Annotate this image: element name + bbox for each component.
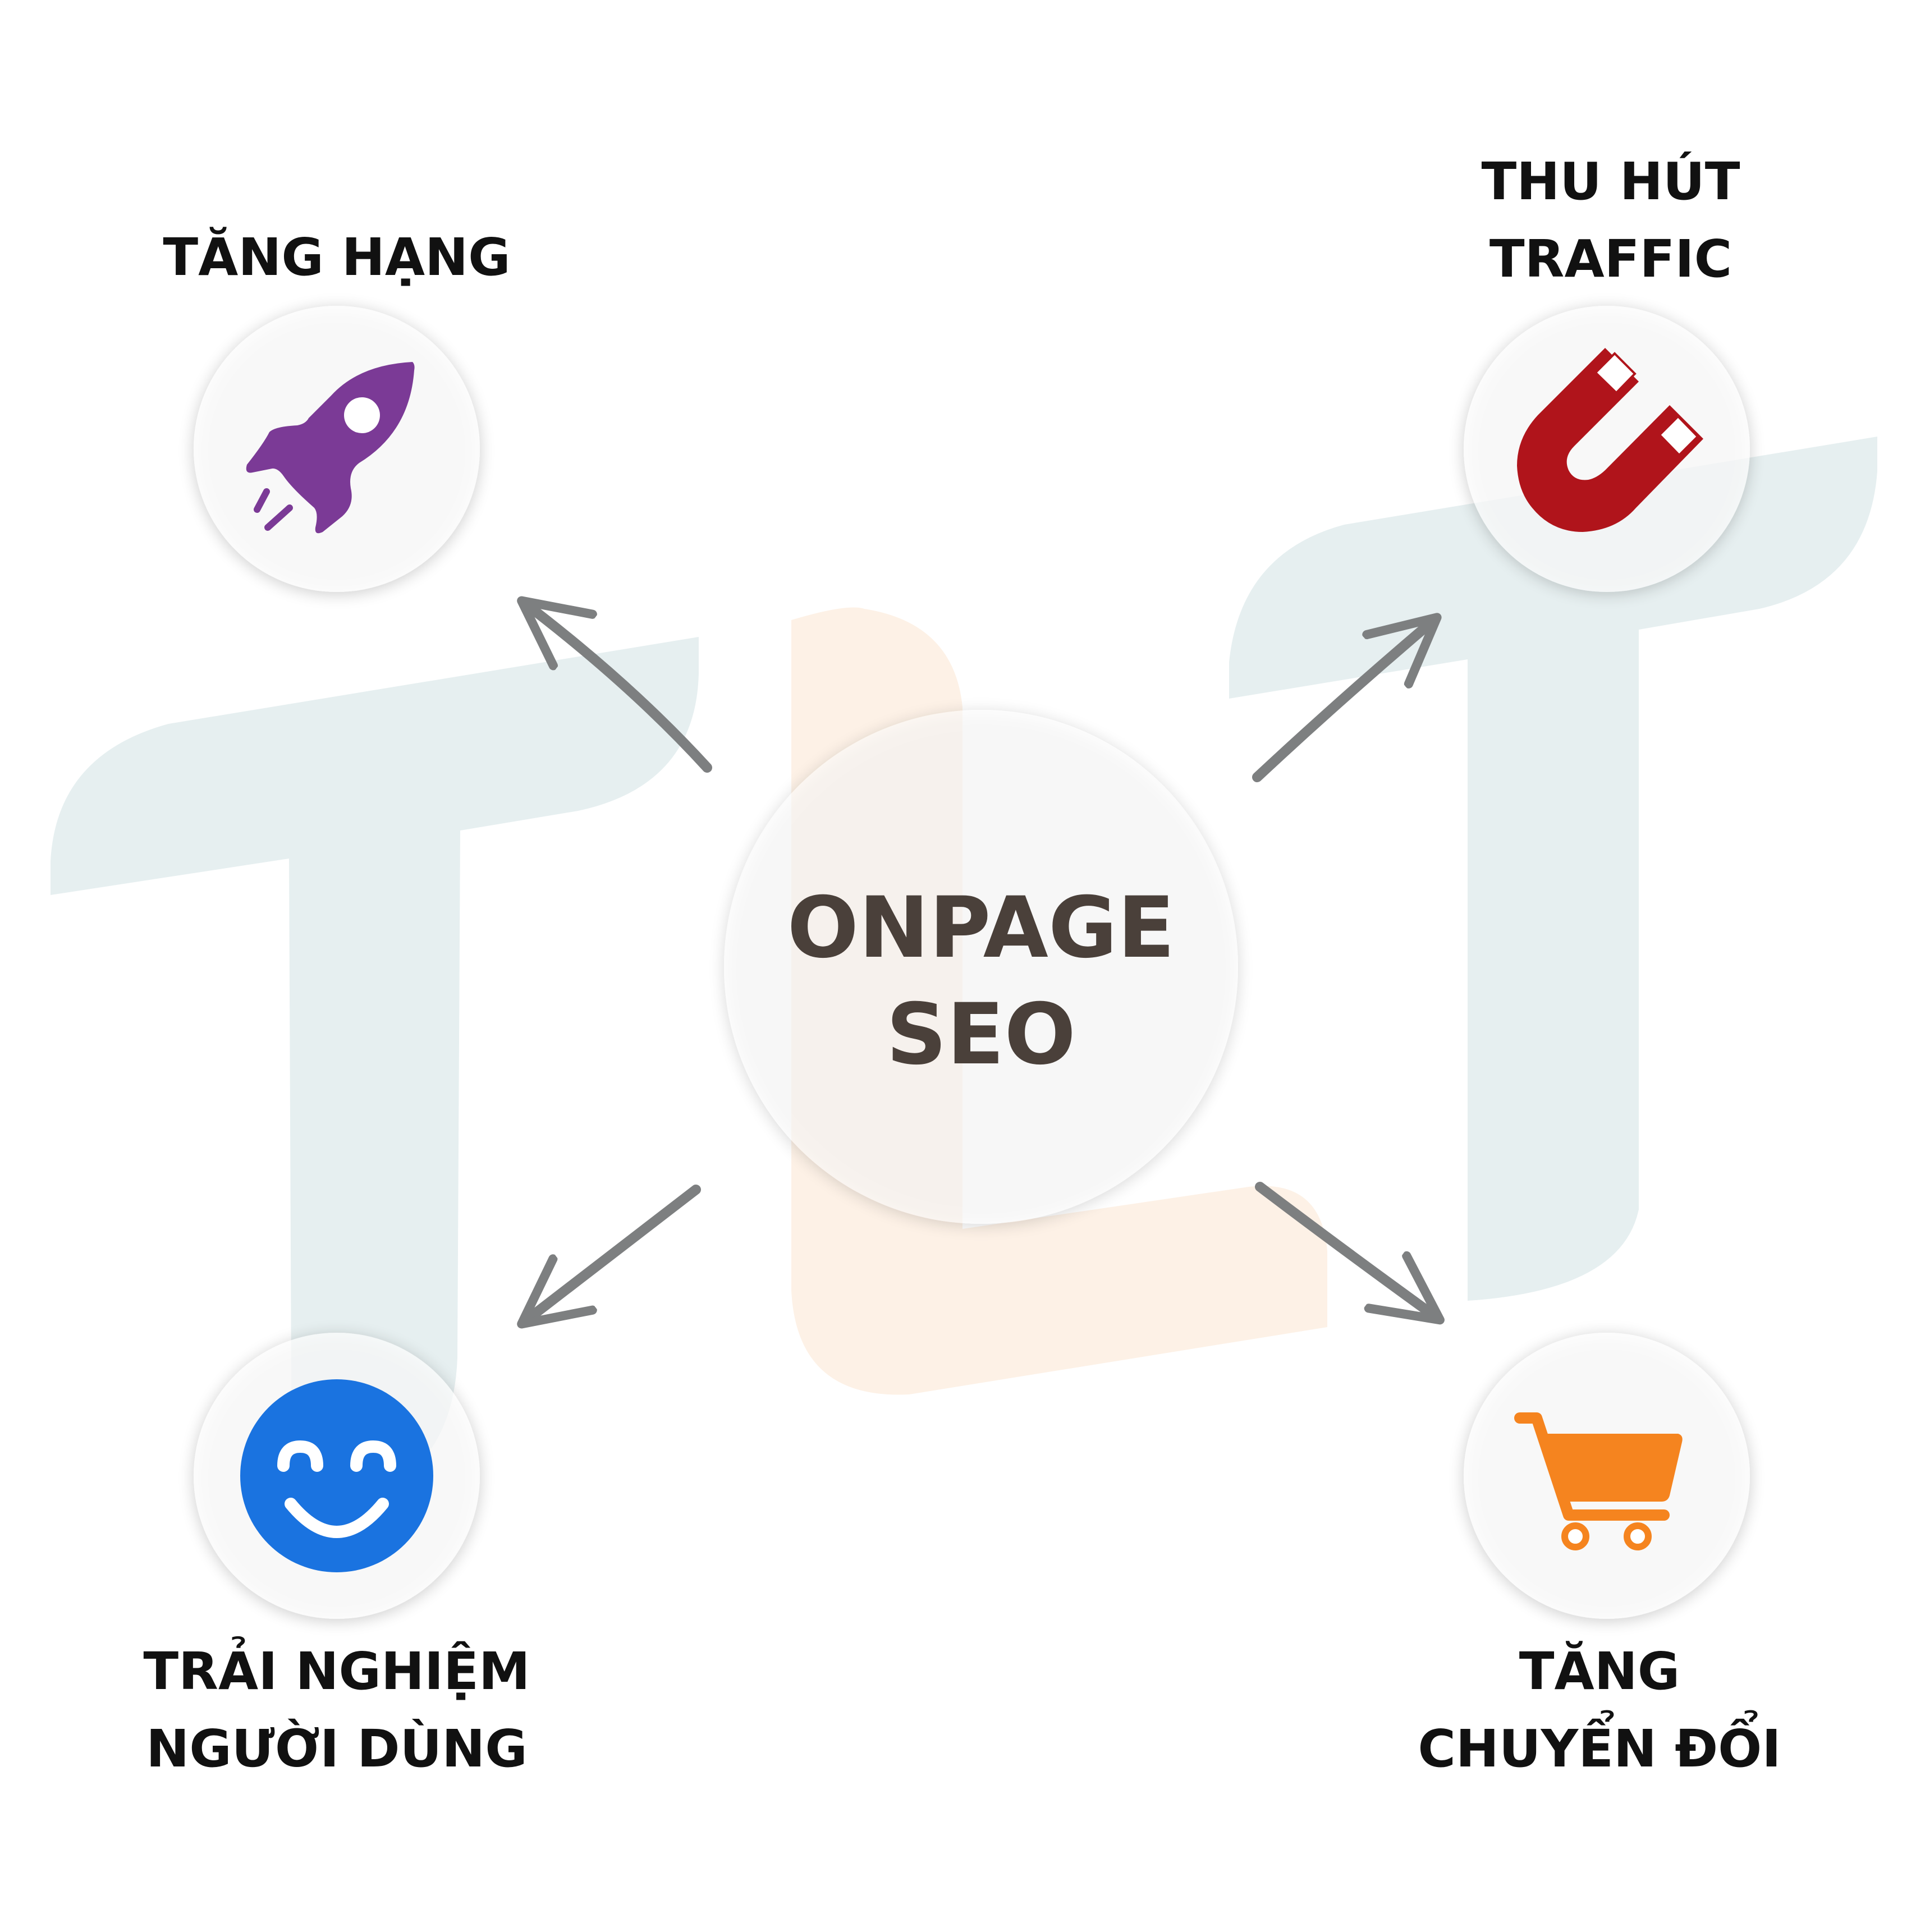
rocket-icon [246,362,415,534]
label-tang-chuyen-doi-line2: CHUYỂN ĐỔI [1418,1719,1781,1779]
center-title-line2: SEO [886,986,1076,1084]
watermark-t-left [51,637,699,1515]
node-circle-top-right [1464,306,1750,592]
label-tang-hang-line1: TĂNG HẠNG [163,227,511,287]
arrow-to-tang-hang [525,603,712,773]
center-title-line1: ONPAGE [787,879,1175,977]
label-tang-chuyen-doi-line1: TĂNG [1519,1641,1680,1701]
center-circle [724,710,1238,1224]
shopping-cart-icon [1514,1412,1683,1550]
label-thu-hut-traffic: THU HÚT TRAFFIC [1386,143,1835,298]
label-trai-nghiem-line2: NGƯỜI DÙNG [146,1719,528,1779]
label-thu-hut-line2: TRAFFIC [1489,229,1732,289]
label-tang-hang: TĂNG HẠNG [112,219,561,296]
label-trai-nghiem-nguoi-dung: TRẢI NGHIỆM NGƯỜI DÙNG [84,1633,589,1788]
arrow-to-trai-nghiem [525,1185,701,1321]
smiley-face-icon [240,1379,433,1572]
label-trai-nghiem-line1: TRẢI NGHIỆM [143,1641,530,1701]
arrow-to-thu-hut-traffic [1252,620,1434,782]
magnet-icon [1517,348,1703,532]
label-tang-chuyen-doi: TĂNG CHUYỂN ĐỔI [1347,1633,1852,1788]
label-thu-hut-line1: THU HÚT [1481,152,1740,212]
arrow-to-tang-chuyen-doi [1255,1182,1437,1318]
arrows [525,603,1437,1321]
